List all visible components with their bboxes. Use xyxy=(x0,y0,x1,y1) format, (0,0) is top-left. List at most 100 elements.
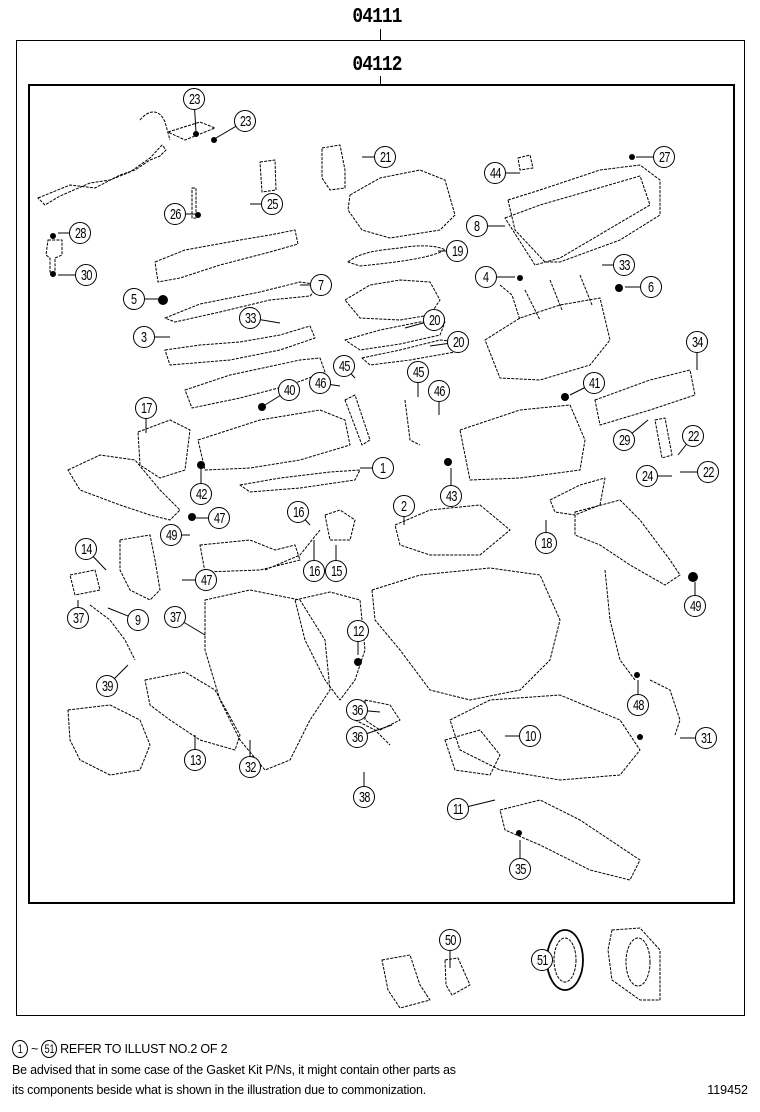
leader-inner xyxy=(380,76,381,84)
callout-number: 16 xyxy=(292,503,304,521)
part-callout-7[interactable]: 7 xyxy=(310,274,332,296)
callout-number: 51 xyxy=(536,951,548,969)
part-callout-31[interactable]: 31 xyxy=(695,727,717,749)
callout-number: 36 xyxy=(351,728,363,746)
part-callout-29[interactable]: 29 xyxy=(613,429,635,451)
part-callout-36[interactable]: 36 xyxy=(346,726,368,748)
part-callout-1[interactable]: 1 xyxy=(372,457,394,479)
part-callout-46[interactable]: 46 xyxy=(309,372,331,394)
callout-number: 19 xyxy=(451,242,463,260)
part-callout-17[interactable]: 17 xyxy=(135,397,157,419)
callout-number: 43 xyxy=(445,487,457,505)
part-callout-25[interactable]: 25 xyxy=(261,193,283,215)
part-callout-22[interactable]: 22 xyxy=(682,425,704,447)
callout-number: 17 xyxy=(140,399,152,417)
part-callout-15[interactable]: 15 xyxy=(325,560,347,582)
part-callout-8[interactable]: 8 xyxy=(466,215,488,237)
part-callout-19[interactable]: 19 xyxy=(446,240,468,262)
part-callout-46[interactable]: 46 xyxy=(428,380,450,402)
cover-gasket-rh xyxy=(504,175,651,266)
part-callout-23[interactable]: 23 xyxy=(234,110,256,132)
callout-number: 22 xyxy=(687,427,699,445)
part-callout-24[interactable]: 24 xyxy=(636,465,658,487)
part-callout-33[interactable]: 33 xyxy=(613,254,635,276)
part-callout-35[interactable]: 35 xyxy=(509,858,531,880)
callout-number: 18 xyxy=(540,534,552,552)
callout-number: 20 xyxy=(428,311,440,329)
fuel-hose xyxy=(139,111,171,141)
part-callout-9[interactable]: 9 xyxy=(127,609,149,631)
part-callout-50[interactable]: 50 xyxy=(439,929,461,951)
callout-number: 27 xyxy=(658,148,670,166)
part-callout-51[interactable]: 51 xyxy=(531,949,553,971)
callout-range-end: 51 xyxy=(41,1040,58,1058)
callout-number: 33 xyxy=(244,309,256,327)
part-callout-43[interactable]: 43 xyxy=(440,485,462,507)
part-callout-4[interactable]: 4 xyxy=(475,266,497,288)
part-callout-44[interactable]: 44 xyxy=(484,162,506,184)
part-callout-42[interactable]: 42 xyxy=(190,483,212,505)
callout-number: 11 xyxy=(453,800,463,818)
part-callout-20[interactable]: 20 xyxy=(447,331,469,353)
part-callout-20[interactable]: 20 xyxy=(423,309,445,331)
callout-number: 42 xyxy=(195,485,207,503)
part-callout-28[interactable]: 28 xyxy=(69,222,91,244)
part-callout-23[interactable]: 23 xyxy=(183,88,205,110)
part-callout-45[interactable]: 45 xyxy=(407,361,429,383)
callout-number: 37 xyxy=(72,609,84,627)
part-callout-22[interactable]: 22 xyxy=(697,461,719,483)
oil-pump-cover xyxy=(67,704,151,776)
part-callout-34[interactable]: 34 xyxy=(686,331,708,353)
oil-level-gauge-guide xyxy=(604,569,636,681)
part-callout-49[interactable]: 49 xyxy=(160,524,182,546)
part-callout-10[interactable]: 10 xyxy=(519,725,541,747)
part-callout-11[interactable]: 11 xyxy=(447,798,469,820)
part-callout-21[interactable]: 21 xyxy=(374,146,396,168)
part-callout-12[interactable]: 12 xyxy=(347,620,369,642)
bolt xyxy=(191,187,197,219)
part-callout-3[interactable]: 3 xyxy=(133,326,155,348)
oil-cooler-pipe xyxy=(89,604,136,661)
leader-outer xyxy=(380,29,381,40)
part-callout-48[interactable]: 48 xyxy=(627,694,649,716)
part-callout-47[interactable]: 47 xyxy=(195,569,217,591)
part-callout-37[interactable]: 37 xyxy=(164,606,186,628)
o-ring xyxy=(50,233,56,239)
part-callout-2[interactable]: 2 xyxy=(393,495,415,517)
advisory-note-line-2: its components beside what is shown in t… xyxy=(12,1083,426,1097)
part-callout-49[interactable]: 49 xyxy=(684,595,706,617)
callout-number: 24 xyxy=(641,467,653,485)
part-callout-38[interactable]: 38 xyxy=(353,786,375,808)
part-callout-27[interactable]: 27 xyxy=(653,146,675,168)
part-callout-41[interactable]: 41 xyxy=(583,372,605,394)
part-callout-16[interactable]: 16 xyxy=(287,501,309,523)
part-callout-39[interactable]: 39 xyxy=(96,675,118,697)
assembly-number-outer[interactable]: 04111 xyxy=(352,6,402,29)
part-callout-37[interactable]: 37 xyxy=(67,607,89,629)
exhaust-gasket-1 xyxy=(344,321,446,351)
callout-number: 35 xyxy=(514,860,526,878)
part-callout-47[interactable]: 47 xyxy=(208,507,230,529)
part-callout-14[interactable]: 14 xyxy=(75,538,97,560)
part-callout-45[interactable]: 45 xyxy=(333,355,355,377)
plug-seal xyxy=(615,284,623,292)
bolt-seal xyxy=(354,658,362,666)
fuel-delivery-pipe-lh xyxy=(37,144,167,206)
part-callout-16[interactable]: 16 xyxy=(303,560,325,582)
callout-number: 21 xyxy=(379,148,391,166)
part-callout-5[interactable]: 5 xyxy=(123,288,145,310)
part-callout-13[interactable]: 13 xyxy=(184,749,206,771)
water-pump-gasket xyxy=(144,671,241,751)
part-callout-18[interactable]: 18 xyxy=(535,532,557,554)
assembly-number-inner[interactable]: 04112 xyxy=(352,54,402,77)
part-callout-26[interactable]: 26 xyxy=(164,203,186,225)
plug-seal xyxy=(158,295,168,305)
part-callout-33[interactable]: 33 xyxy=(239,307,261,329)
part-callout-30[interactable]: 30 xyxy=(75,264,97,286)
part-callout-36[interactable]: 36 xyxy=(346,699,368,721)
oil-level-gauge-tube xyxy=(649,679,681,736)
callout-number: 28 xyxy=(74,224,86,242)
part-callout-40[interactable]: 40 xyxy=(278,379,300,401)
part-callout-6[interactable]: 6 xyxy=(640,276,662,298)
part-callout-32[interactable]: 32 xyxy=(239,756,261,778)
